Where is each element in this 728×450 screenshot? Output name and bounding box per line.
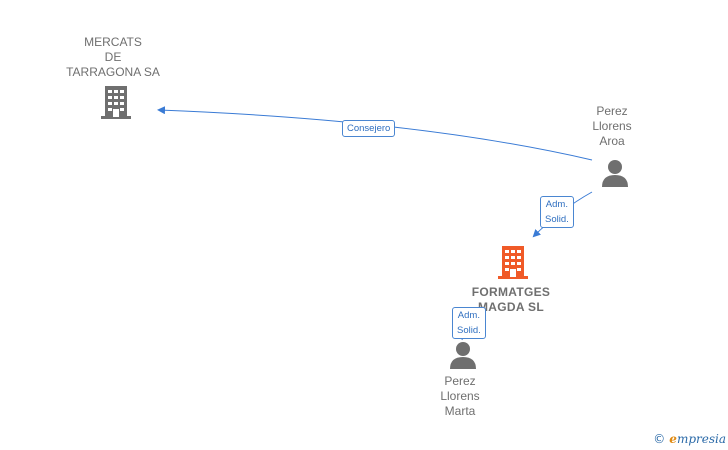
building-icon[interactable]	[100, 84, 132, 120]
empresia-watermark: ©empresia	[653, 432, 726, 446]
building-icon[interactable]	[497, 244, 529, 280]
node-label-aroa[interactable]: Perez Llorens Aroa	[592, 104, 632, 148]
person-icon[interactable]	[448, 340, 478, 370]
edge-label-adm-solid-marta[interactable]: Adm. Solid.	[452, 307, 486, 339]
brand-name: mpresia	[676, 432, 726, 446]
edge-consejero-line	[157, 106, 593, 161]
edge-label-consejero[interactable]: Consejero	[342, 120, 396, 137]
person-icon[interactable]	[600, 158, 630, 188]
copyright-icon: ©	[653, 432, 666, 446]
node-label-formatges[interactable]: FORMATGES MAGDA SL	[471, 285, 551, 314]
brand-initial: e	[669, 432, 677, 446]
node-label-marta[interactable]: Perez Llorens Marta	[440, 374, 480, 418]
edge-label-adm-solid-aroa[interactable]: Adm. Solid.	[540, 196, 574, 228]
node-label-mercats[interactable]: MERCATS DE TARRAGONA SA	[66, 35, 160, 79]
